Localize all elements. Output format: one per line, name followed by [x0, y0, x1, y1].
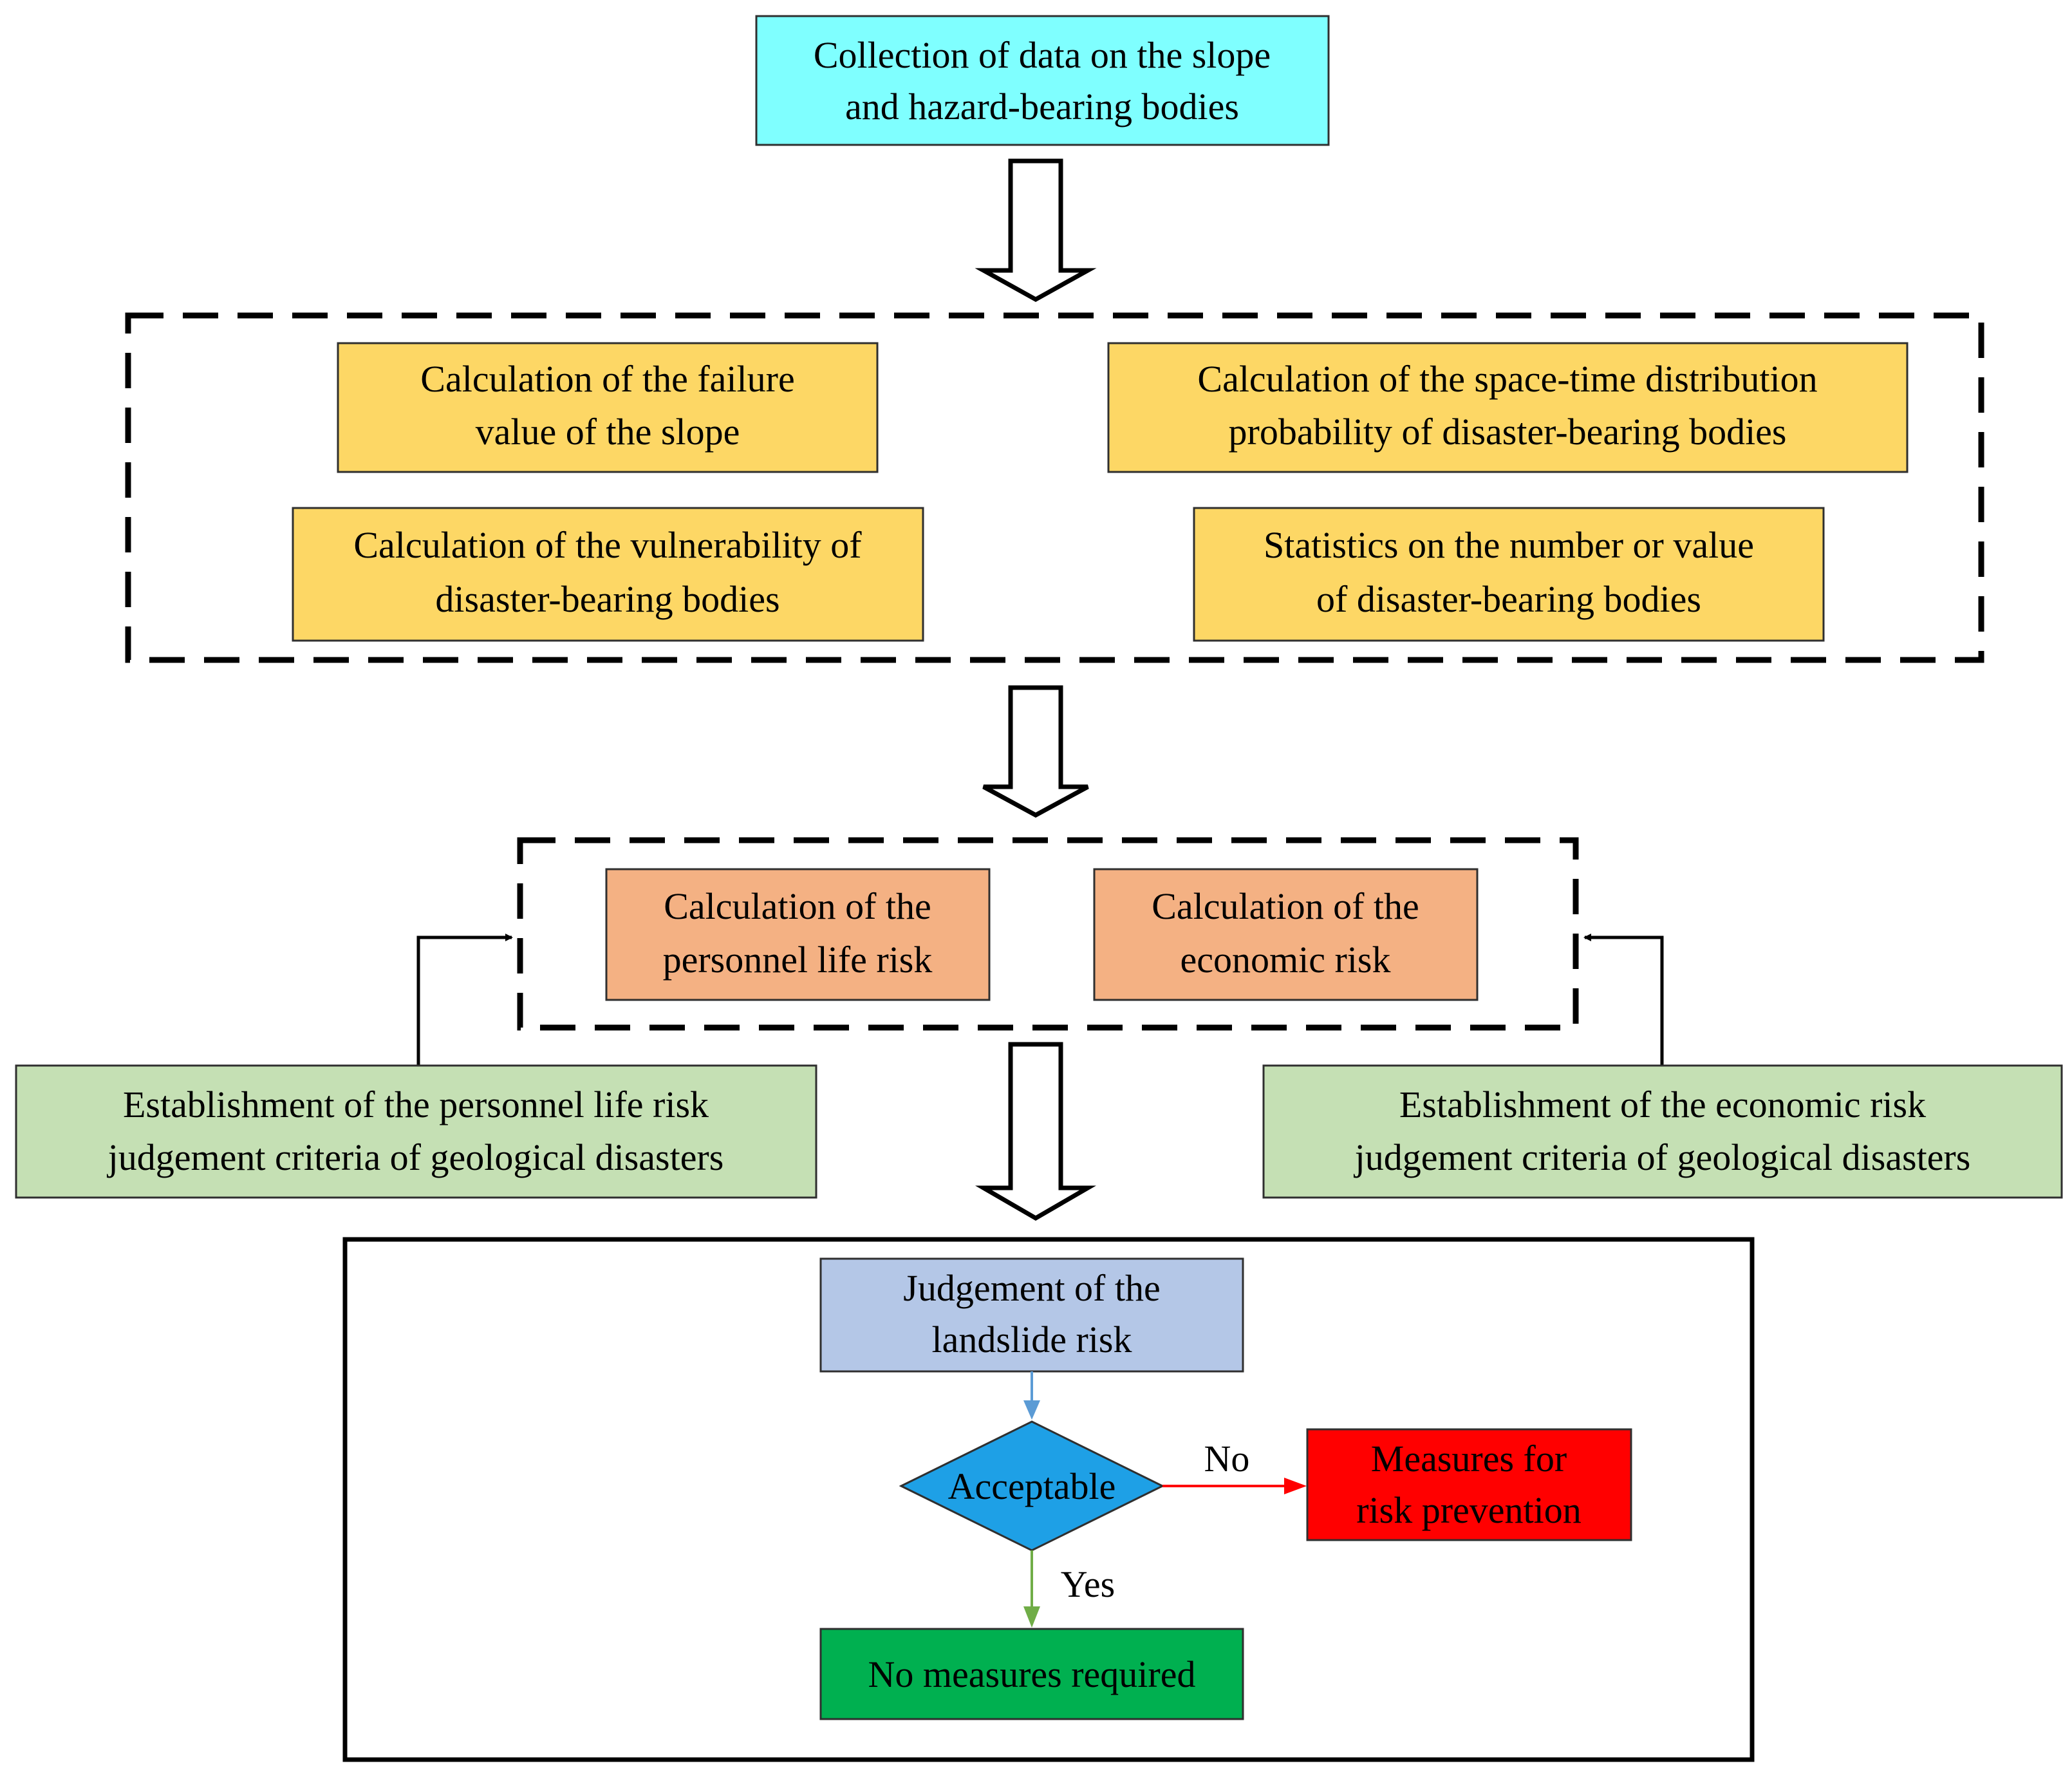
statistics-line1: Statistics on the number or value: [1264, 524, 1754, 566]
judgement-line2: landslide risk: [932, 1319, 1132, 1360]
economic-risk-line1: Calculation of the: [1152, 885, 1419, 927]
space-time-line2: probability of disaster-bearing bodies: [1229, 411, 1787, 453]
economic-criteria-connector: [1583, 934, 1664, 1066]
acceptable-label: Acceptable: [948, 1465, 1116, 1507]
prevention-line2: risk prevention: [1356, 1489, 1582, 1531]
statistics-line2: of disaster-bearing bodies: [1316, 578, 1701, 620]
judgement-frame: [342, 1237, 1755, 1762]
vulnerability-node: Calculation of the vulnerability of disa…: [292, 507, 924, 642]
economic-criteria-line1: Establishment of the economic risk: [1399, 1084, 1926, 1125]
yes-label: Yes: [1061, 1563, 1115, 1605]
risk-calculation-frame: [517, 837, 1579, 1031]
life-criteria-connector: [416, 934, 513, 1066]
economic-criteria-line2: judgement criteria of geological disaste…: [1354, 1136, 1971, 1178]
prevention-line1: Measures for: [1371, 1438, 1567, 1480]
no-measures-node: No measures required: [819, 1628, 1244, 1720]
hollow-arrow-3: [975, 1042, 1097, 1221]
economic-risk-box: [1093, 868, 1479, 1001]
vulnerability-line1: Calculation of the vulnerability of: [353, 524, 862, 566]
failure-value-line2: value of the slope: [476, 411, 740, 453]
judgement-line1: Judgement of the: [903, 1267, 1160, 1309]
economic-risk-line2: economic risk: [1181, 939, 1391, 981]
judgement-box: [819, 1257, 1244, 1373]
economic-criteria-box: [1262, 1064, 2063, 1199]
failure-value-box: [337, 342, 879, 473]
collection-box: [755, 15, 1330, 146]
economic-criteria-node: Establishment of the economic risk judge…: [1262, 1064, 2063, 1199]
statistics-box: [1193, 507, 1825, 642]
economic-risk-node: Calculation of the economic risk: [1093, 868, 1479, 1001]
judgement-node: Judgement of the landslide risk: [819, 1257, 1244, 1373]
failure-value-line1: Calculation of the failure: [420, 358, 794, 400]
life-criteria-node: Establishment of the personnel life risk…: [15, 1064, 817, 1199]
calculation-group-frame: [125, 312, 1984, 663]
statistics-node: Statistics on the number or value of dis…: [1193, 507, 1825, 642]
acceptable-decision: Acceptable: [899, 1420, 1165, 1552]
judgement-arrowhead: [1023, 1400, 1040, 1420]
life-risk-box: [605, 868, 991, 1001]
no-label: No: [1204, 1438, 1250, 1480]
vulnerability-box: [292, 507, 924, 642]
life-criteria-line2: judgement criteria of geological disaste…: [107, 1136, 724, 1178]
failure-value-node: Calculation of the failure value of the …: [337, 342, 879, 473]
vulnerability-line2: disaster-bearing bodies: [435, 578, 779, 620]
life-criteria-line1: Establishment of the personnel life risk: [123, 1084, 709, 1125]
life-criteria-box: [15, 1064, 817, 1199]
no-measures-box: [819, 1628, 1244, 1720]
yes-arrowhead: [1023, 1606, 1040, 1628]
space-time-node: Calculation of the space-time distributi…: [1107, 342, 1909, 473]
hollow-arrow-1: [975, 158, 1097, 303]
collection-line1: Collection of data on the slope: [814, 34, 1271, 76]
space-time-line1: Calculation of the space-time distributi…: [1197, 358, 1817, 400]
collection-line2: and hazard-bearing bodies: [845, 86, 1239, 127]
life-risk-line2: personnel life risk: [663, 939, 933, 981]
no-measures-label: No measures required: [868, 1653, 1196, 1695]
life-risk-node: Calculation of the personnel life risk: [605, 868, 991, 1001]
collection-node: Collection of data on the slope and haza…: [755, 15, 1330, 146]
space-time-box: [1107, 342, 1909, 473]
prevention-node: Measures for risk prevention: [1306, 1428, 1632, 1541]
hollow-arrow-2: [982, 685, 1089, 818]
no-arrowhead: [1284, 1478, 1307, 1494]
prevention-box: [1306, 1428, 1632, 1541]
life-risk-line1: Calculation of the: [664, 885, 931, 927]
